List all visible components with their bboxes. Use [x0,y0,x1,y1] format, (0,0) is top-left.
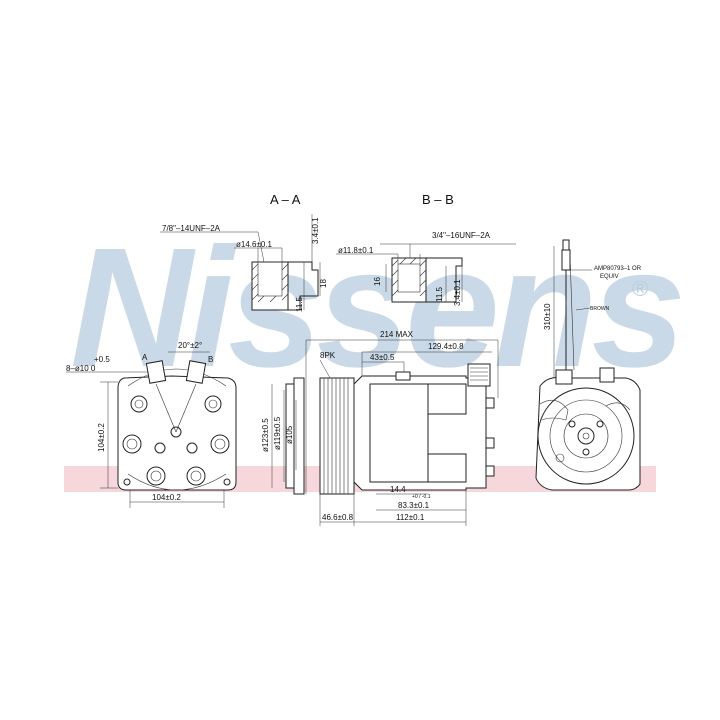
section-aa-title: A – A [270,192,301,207]
rear-view [535,239,641,491]
side-dia-2: ø119±0.5 [273,416,282,450]
side-length-2: 43±0.5 [370,353,395,362]
side-pulley-label: 8PK [320,351,336,360]
front-port-a: A [142,353,148,362]
side-length-3: 14.4 [390,485,406,494]
front-port-b: B [208,355,213,364]
side-dia-1: ø123±0.5 [261,418,270,452]
side-length-6: 112±0.1 [396,513,425,522]
rear-wire-label: BROWN [590,306,610,312]
aa-dim-depth: 18 [319,279,328,288]
side-length-4: 83.3±0.1 [398,501,430,510]
rear-connector-alt: EQUIV [600,274,619,280]
side-length-1: 129.4±0.8 [428,342,464,351]
front-width: 104±0.2 [152,493,181,502]
bb-thread-label: 3/4"–16UNF–2A [432,231,491,240]
section-bb-view [336,243,516,303]
bb-dim-depth: 3.4±0.1 [453,279,462,306]
front-height: 104±0.2 [97,423,106,452]
bb-dim-side: 11.5 [435,286,444,302]
side-overall-length: 214 MAX [380,330,414,339]
front-port-dim: 8–ø10 0 [66,364,96,373]
rear-connector-label: AMP80793–1 OR [594,266,642,272]
bb-dim-height: 16 [373,277,382,286]
rear-wire-length: 310±10 [543,303,552,330]
aa-dim-top: 3.4±0.1 [311,217,320,244]
watermark-logo: Nissens [70,213,686,403]
section-aa-view [160,214,321,311]
watermark-registered-mark: ® [632,276,649,301]
aa-diameter-label: ø14.6±0.1 [236,240,273,249]
front-angle: 20°±2° [178,341,202,350]
front-view [66,351,237,508]
side-length-5: 46.6±0.8 [322,513,354,522]
aa-dim-side: 11.5 [295,296,304,312]
bb-diameter-label: ø11.8±0.1 [338,246,374,255]
aa-thread-label: 7/8"–14UNF–2A [162,224,221,233]
side-dia-3: ø105 [285,425,294,444]
front-port-dim-plus: +0.5 [94,355,110,364]
section-bb-title: B – B [422,192,454,207]
side-length-3-tolerance: +0 / -0.1 [412,494,431,500]
side-view [271,339,499,526]
